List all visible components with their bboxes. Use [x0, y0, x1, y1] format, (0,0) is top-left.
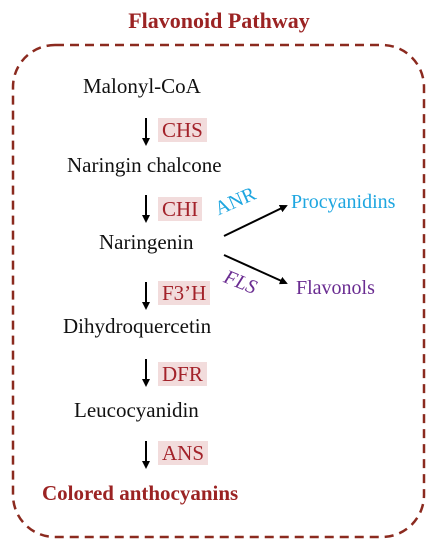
pathway-border: [11, 43, 426, 539]
enzyme-ans: ANS: [158, 441, 209, 465]
compound-naringenin: Naringenin: [99, 230, 194, 254]
diagram-title: Flavonoid Pathway: [128, 8, 310, 33]
enzyme-dfr: DFR: [158, 362, 207, 386]
compound-colored-anthocyanins: Colored anthocyanins: [42, 481, 239, 505]
compound-naringin-chalcone: Naringin chalcone: [67, 153, 222, 177]
compound-leucocyanidin: Leucocyanidin: [74, 398, 199, 422]
product-flavonols: Flavonols: [296, 277, 375, 299]
enzyme-f3h: F3’H: [158, 281, 211, 305]
compound-dihydroquercetin: Dihydroquercetin: [63, 314, 212, 338]
arrow-fls: [223, 254, 288, 285]
arrow-anr: [223, 205, 288, 237]
enzyme-chs: CHS: [158, 118, 207, 142]
product-procyanidins: Procyanidins: [291, 191, 396, 213]
enzyme-chi: CHI: [158, 197, 203, 221]
compound-malonyl-coa: Malonyl-CoA: [83, 74, 201, 98]
